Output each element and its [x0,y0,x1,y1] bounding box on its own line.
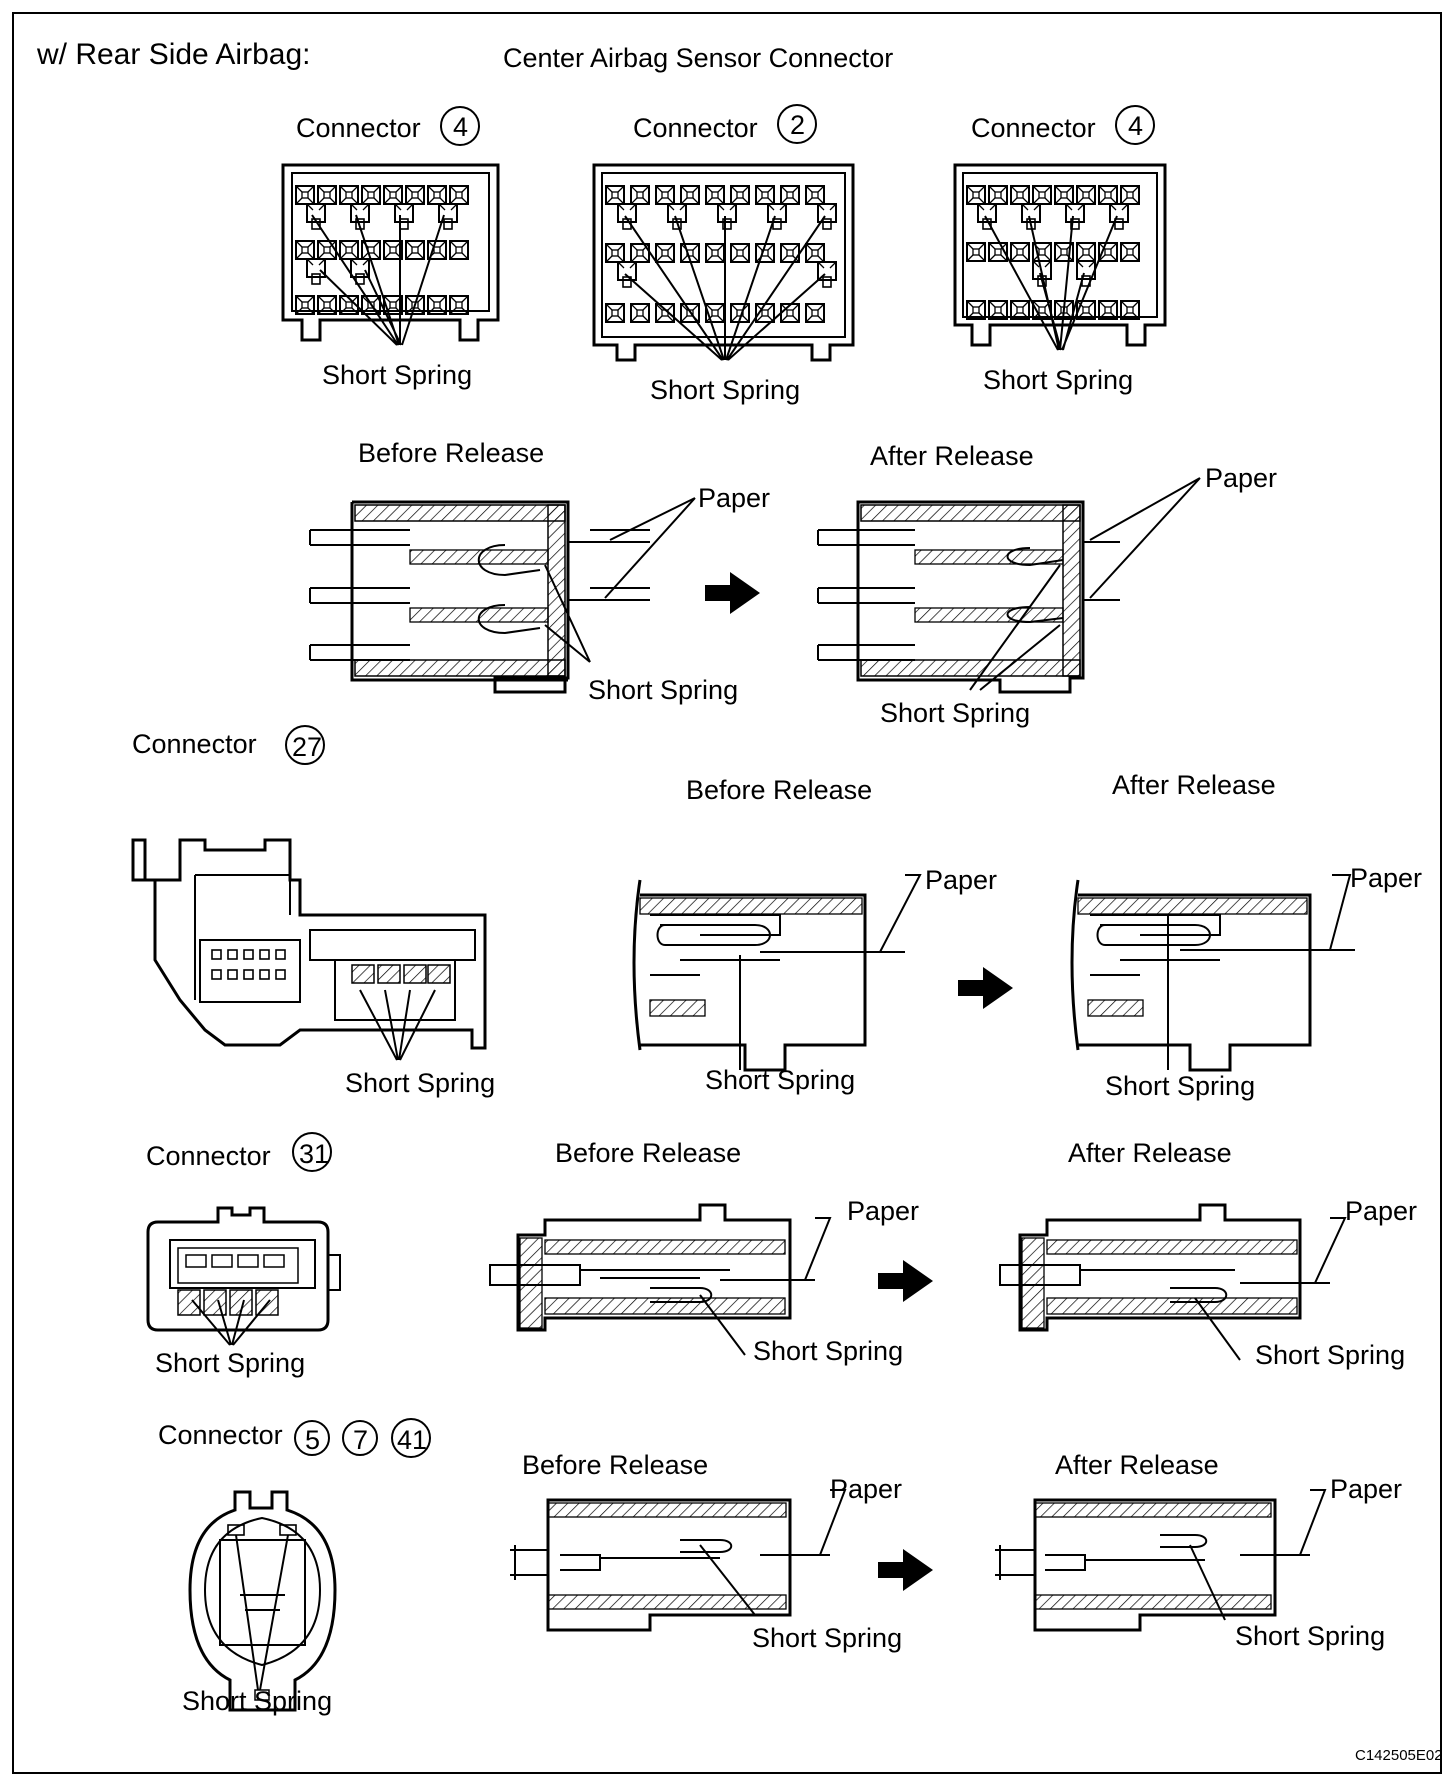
connector-2-number: 2 [790,110,806,140]
short-spring-label-a: Short Spring [322,360,473,390]
connector-4-right-label: Connector [971,113,1096,143]
connector-2-label: Connector [633,113,758,143]
short-spring-label-g: Short Spring [705,1065,856,1095]
after-release-label-4: After Release [1055,1450,1219,1480]
short-spring-label-f: Short Spring [345,1068,496,1098]
paper-label-3: Paper [925,865,998,895]
connector-7-number: 7 [353,1425,369,1455]
connector-4-right-face [953,163,1167,351]
short-spring-label-j: Short Spring [753,1336,904,1366]
diagram-subtitle: Center Airbag Sensor Connector [503,43,894,73]
before-release-label-4: Before Release [522,1450,709,1480]
cross-section-before-27 [632,874,922,1072]
release-arrow-3 [878,1260,933,1302]
after-release-label-3: After Release [1068,1138,1232,1168]
connector-31-number: 31 [299,1139,330,1169]
short-spring-label-l: Short Spring [182,1686,333,1716]
cross-section-before-5 [510,1489,847,1632]
before-release-label-3: Before Release [555,1138,742,1168]
short-spring-label-k: Short Spring [1255,1340,1406,1370]
paper-label-8: Paper [1330,1474,1403,1504]
cross-section-after-top [817,477,1201,694]
connector-4-left-face [281,163,500,346]
short-spring-label-m: Short Spring [752,1623,903,1653]
after-release-label-2: After Release [1112,770,1276,800]
figure-code: C142505E02 [1355,1747,1443,1764]
connector-2-face [592,163,855,362]
paper-label-2: Paper [1205,463,1278,493]
short-spring-label-h: Short Spring [1105,1071,1256,1101]
before-release-label-2: Before Release [686,775,873,805]
short-spring-label-b: Short Spring [650,375,801,405]
short-spring-label-c: Short Spring [983,365,1134,395]
short-spring-label-n: Short Spring [1235,1621,1386,1651]
release-arrow-1 [705,572,760,614]
paper-label-6: Paper [1345,1196,1418,1226]
connector-41-number: 41 [397,1425,428,1455]
paper-label-4: Paper [1350,863,1423,893]
short-spring-label-e: Short Spring [880,698,1031,728]
figure-frame [12,12,1442,1774]
cross-section-after-27 [1070,874,1355,1072]
release-arrow-4 [878,1549,933,1591]
connector-5-7-41-label: Connector [158,1420,283,1450]
connector-27-label: Connector [132,729,257,759]
connector-4-left-label: Connector [296,113,421,143]
paper-label-1: Paper [698,483,771,513]
connector-31-label: Connector [146,1141,271,1171]
connector-27-face [131,838,487,1061]
paper-label-5: Paper [847,1196,920,1226]
paper-label-7: Paper [830,1474,903,1504]
cross-section-after-5 [995,1489,1327,1632]
connector-31-face [146,1206,341,1346]
connector-27-number: 27 [292,732,323,762]
after-release-label-1: After Release [870,441,1034,471]
connector-5-number: 5 [305,1425,321,1455]
short-spring-label-i: Short Spring [155,1348,306,1378]
cross-section-after-31 [999,1203,1347,1361]
cross-section-before-top [309,497,696,694]
short-spring-label-d: Short Spring [588,675,739,705]
release-arrow-2 [958,967,1013,1009]
connector-4-left-number: 4 [453,112,469,142]
connector-5-7-41-face [188,1490,337,1712]
section-title: w/ Rear Side Airbag: [37,38,311,71]
before-release-label-1: Before Release [358,438,545,468]
connector-4-right-number: 4 [1128,111,1144,141]
cross-section-before-31 [489,1203,832,1356]
